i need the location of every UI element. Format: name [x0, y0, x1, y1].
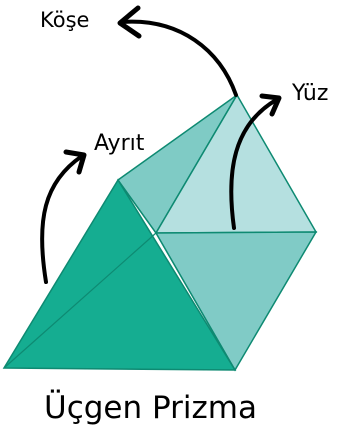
vertex-arrowhead [117, 5, 142, 39]
hidden-edge [117, 179, 157, 234]
edge-label: Ayrıt [94, 131, 145, 156]
front-face [2, 178, 237, 371]
edge-arrow [40, 154, 84, 284]
face-arrow [229, 98, 278, 230]
vertex-arrow [120, 19, 238, 97]
shape-title: Üçgen Prizma [44, 389, 257, 426]
face-label: Yüz [291, 81, 328, 106]
edge-arrowhead [63, 149, 87, 175]
hidden-edge [3, 232, 157, 369]
face-arrowhead [259, 93, 282, 117]
hidden-edge [155, 232, 236, 371]
vertex-label: Köşe [40, 8, 89, 32]
